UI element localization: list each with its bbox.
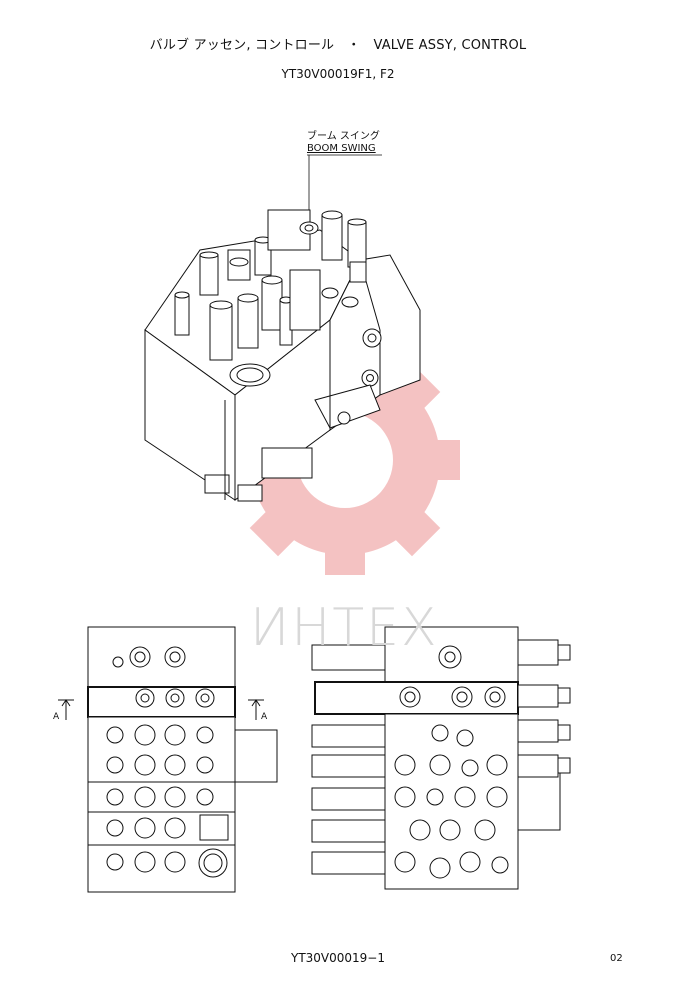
page-title: バルブ アッセン, コントロール ・ VALVE ASSY, CONTROL — [0, 34, 676, 53]
watermark-text: ИНТЕХ — [250, 598, 439, 658]
callout-label-en: BOOM SWING — [307, 143, 376, 154]
section-marks — [58, 699, 264, 720]
section-label-right: A — [261, 712, 268, 722]
side-view — [311, 626, 571, 890]
front-view-ports — [106, 646, 228, 878]
title-separator: ・ — [347, 38, 361, 53]
page-number: 02 — [610, 953, 623, 964]
section-label-left: A — [53, 712, 60, 722]
boom-swing-callout: ブーム スイング BOOM SWING — [307, 131, 380, 155]
callout-leader — [307, 154, 382, 225]
isometric-valve-block — [144, 209, 421, 502]
title-english: VALVE ASSY, CONTROL — [373, 38, 527, 53]
front-view — [58, 626, 278, 893]
title-japanese: バルブ アッセン, コントロール — [149, 38, 335, 53]
side-view-spools — [311, 639, 571, 875]
drawing-code: YT30V00019−1 — [290, 951, 385, 965]
callout-label-jp: ブーム スイング — [307, 131, 380, 142]
side-view-ports — [394, 645, 509, 879]
model-number: YT30V00019F1, F2 — [281, 67, 395, 81]
